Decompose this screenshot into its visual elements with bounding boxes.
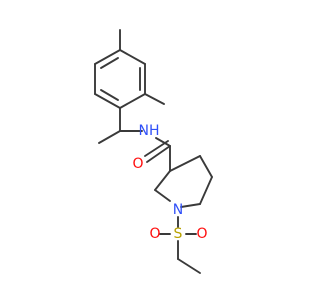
atom-label-sulfonyl-oxygen-right: O <box>196 226 207 242</box>
methyl-right <box>144 93 165 105</box>
bond <box>119 93 146 109</box>
bond <box>199 155 213 178</box>
bond <box>180 203 201 208</box>
bond <box>154 189 171 202</box>
bond <box>98 130 121 144</box>
bond <box>119 49 146 65</box>
bond <box>155 137 171 147</box>
bond <box>199 176 213 205</box>
piperidine-ring <box>154 155 213 208</box>
atom-label-nh: NH <box>138 123 159 139</box>
molecule-svg: NH O N S O O <box>94 29 213 274</box>
double-bond-inner <box>100 89 119 101</box>
bond <box>94 49 121 65</box>
carbonyl-double-bond <box>146 145 171 163</box>
atom-label-ring-nitrogen: N <box>173 202 183 218</box>
bond <box>177 258 201 274</box>
bond <box>94 93 121 109</box>
benzene-ring <box>94 49 146 109</box>
double-bond-inner <box>100 57 119 69</box>
atom-label-sulfur: S <box>174 226 183 242</box>
carbonyl-double-bond <box>144 140 169 157</box>
bond <box>154 170 171 191</box>
bond <box>169 155 201 172</box>
molecule-structure-diagram: NH O N S O O <box>94 29 213 274</box>
atom-label-sulfonyl-oxygen-left: O <box>149 226 160 242</box>
atom-label-carbonyl-oxygen: O <box>132 156 143 172</box>
